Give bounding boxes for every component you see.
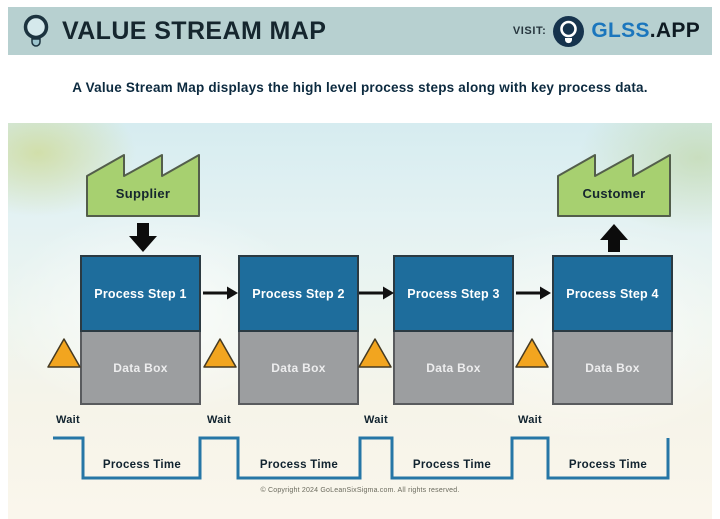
wait-label: Wait bbox=[55, 414, 81, 426]
inventory-triangle-icon bbox=[47, 337, 81, 369]
wait-label: Wait bbox=[363, 414, 389, 426]
process-column: Process Step 1 Data Box bbox=[80, 255, 201, 405]
data-box: Data Box bbox=[393, 332, 514, 405]
arrow-right-icon bbox=[516, 285, 552, 301]
value-stream-diagram: Supplier Customer Process Step 1 Data Bo… bbox=[8, 123, 712, 519]
process-column: Process Step 2 Data Box bbox=[238, 255, 359, 405]
process-time-label: Process Time bbox=[568, 459, 648, 471]
process-step-box: Process Step 4 bbox=[552, 255, 673, 332]
process-step-box: Process Step 2 bbox=[238, 255, 359, 332]
process-step-box: Process Step 1 bbox=[80, 255, 201, 332]
brand-primary: GLSS bbox=[591, 19, 650, 42]
data-box: Data Box bbox=[552, 332, 673, 405]
customer-label: Customer bbox=[582, 186, 646, 201]
process-step-box: Process Step 3 bbox=[393, 255, 514, 332]
process-time-label: Process Time bbox=[412, 459, 492, 471]
copyright-text: © Copyright 2024 GoLeanSixSigma.com. All… bbox=[260, 487, 460, 494]
arrow-right-icon bbox=[203, 285, 239, 301]
process-column: Process Step 3 Data Box bbox=[393, 255, 514, 405]
brand-suffix: .APP bbox=[649, 19, 700, 42]
lightbulb-icon bbox=[20, 13, 52, 50]
subtitle-text: A Value Stream Map displays the high lev… bbox=[72, 80, 648, 95]
data-box: Data Box bbox=[238, 332, 359, 405]
brand-wordmark: GLSS.APP bbox=[591, 19, 700, 43]
wait-label: Wait bbox=[206, 414, 232, 426]
brand-link[interactable]: VISIT: GLSS.APP bbox=[512, 15, 700, 47]
arrow-down-icon bbox=[128, 223, 158, 253]
inventory-triangle-icon bbox=[203, 337, 237, 369]
data-box: Data Box bbox=[80, 332, 201, 405]
inventory-triangle-icon bbox=[515, 337, 549, 369]
page-title: VALUE STREAM MAP bbox=[62, 16, 327, 45]
arrow-up-icon bbox=[599, 223, 629, 253]
process-time-label: Process Time bbox=[102, 459, 182, 471]
customer-factory-icon: Customer bbox=[556, 146, 672, 218]
visit-label: VISIT: bbox=[512, 25, 547, 37]
supplier-label: Supplier bbox=[115, 186, 171, 201]
process-column: Process Step 4 Data Box bbox=[552, 255, 673, 405]
arrow-right-icon bbox=[359, 285, 395, 301]
supplier-factory-icon: Supplier bbox=[85, 146, 201, 218]
process-time-label: Process Time bbox=[259, 459, 339, 471]
wait-label: Wait bbox=[517, 414, 543, 426]
brand-lightbulb-icon bbox=[553, 15, 585, 47]
inventory-triangle-icon bbox=[358, 337, 392, 369]
header-band: VALUE STREAM MAP VISIT: GLSS.APP bbox=[8, 7, 712, 55]
